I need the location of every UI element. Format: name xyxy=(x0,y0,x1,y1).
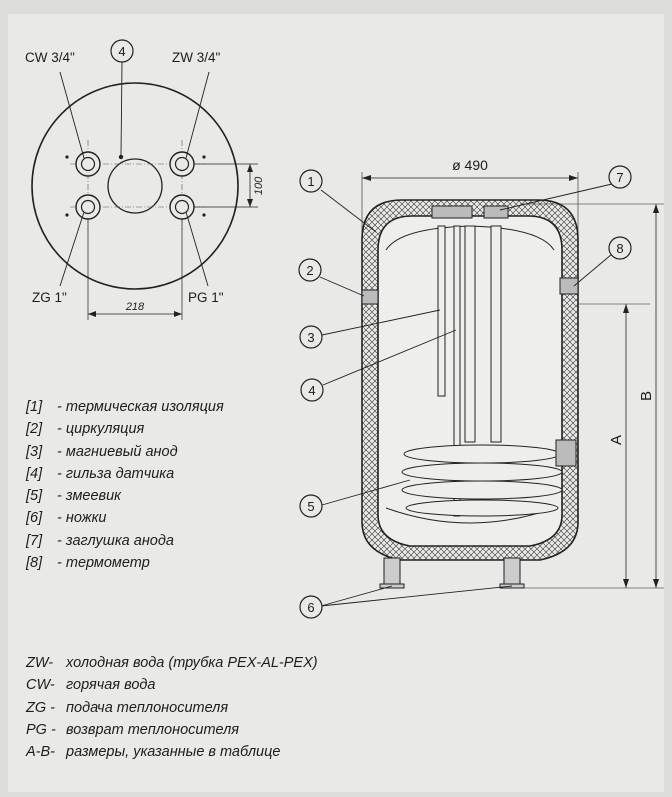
callout-4-top-label: 4 xyxy=(118,44,125,59)
callout-1: 1 xyxy=(307,174,314,189)
legend-row: ZG - подача теплоносителя xyxy=(26,699,229,716)
legend-codes: ZW- холодная вода (трубка PEX-AL-PEX) CW… xyxy=(26,652,318,763)
circulation-port xyxy=(361,289,379,305)
dimension-a-label: A xyxy=(608,435,625,445)
pg-label: PG 1" xyxy=(188,290,224,305)
coil-return-pipe xyxy=(490,225,502,443)
callout-5: 5 xyxy=(307,499,314,514)
dimension-b-label: B xyxy=(638,391,655,401)
legend-row: [6] - ножки xyxy=(26,510,107,527)
dimension-a-b: A B xyxy=(520,203,664,589)
svg-text:ø 490: ø 490 xyxy=(452,157,488,173)
legend-row: [1] - термическая изоляция xyxy=(26,399,224,415)
cw-port xyxy=(75,151,101,177)
sensor-sleeve-dot xyxy=(118,154,124,160)
callouts: 1 2 3 4 5 6 7 8 xyxy=(298,165,632,619)
legs xyxy=(379,557,525,589)
callout-6: 6 xyxy=(307,600,314,615)
callout-4: 4 xyxy=(308,383,315,398)
zg-port xyxy=(75,194,101,220)
callout-3: 3 xyxy=(307,330,314,345)
cw-label: CW 3/4" xyxy=(25,50,75,65)
zw-label: ZW 3/4" xyxy=(172,50,221,65)
legend-row: [4] - гильза датчика xyxy=(26,465,175,482)
callout-8: 8 xyxy=(616,241,623,256)
legend-row: A-B- размеры, указанные в таблице xyxy=(26,744,281,761)
coil-supply-pipe xyxy=(464,225,476,443)
pg-port xyxy=(169,194,195,220)
callout-4-top xyxy=(110,39,134,63)
top-view-outer-circle xyxy=(31,82,239,290)
magnesium-anode xyxy=(437,225,446,397)
dimension-218: 218 xyxy=(87,219,183,320)
legend-row: [7] - заглушка анода xyxy=(26,532,174,549)
legend-row: [3] - магниевый анод xyxy=(26,443,178,460)
svg-text:218: 218 xyxy=(125,301,145,313)
callout-7: 7 xyxy=(616,170,623,185)
legend-row: [5] - змеевик xyxy=(26,488,122,505)
thermometer xyxy=(559,277,579,295)
legend-row: CW- горячая вода xyxy=(26,677,156,694)
legend-row: ZW- холодная вода (трубка PEX-AL-PEX) xyxy=(26,655,318,671)
side-view: ø 490 A B xyxy=(298,157,664,619)
zg-label: ZG 1" xyxy=(32,290,67,305)
top-view: 4 CW 3/4" ZW 3/4" ZG 1" PG 1" 100 218 xyxy=(25,39,265,320)
zw-port xyxy=(169,151,195,177)
legend-parts: [1] - термическая изоляция [2] - циркуля… xyxy=(26,396,224,574)
heat-exchanger-coil xyxy=(401,444,563,517)
legend-row: [2] - циркуляция xyxy=(26,421,145,438)
callout-2: 2 xyxy=(306,263,313,278)
svg-text:100: 100 xyxy=(253,176,265,195)
legend-row: PG - возврат теплоносителя xyxy=(26,721,240,738)
top-view-inner-circle xyxy=(107,158,163,214)
dimension-diameter: ø 490 xyxy=(361,157,579,240)
dimension-100: 100 xyxy=(194,163,265,208)
legend-row: [8] - термометр xyxy=(26,555,150,572)
